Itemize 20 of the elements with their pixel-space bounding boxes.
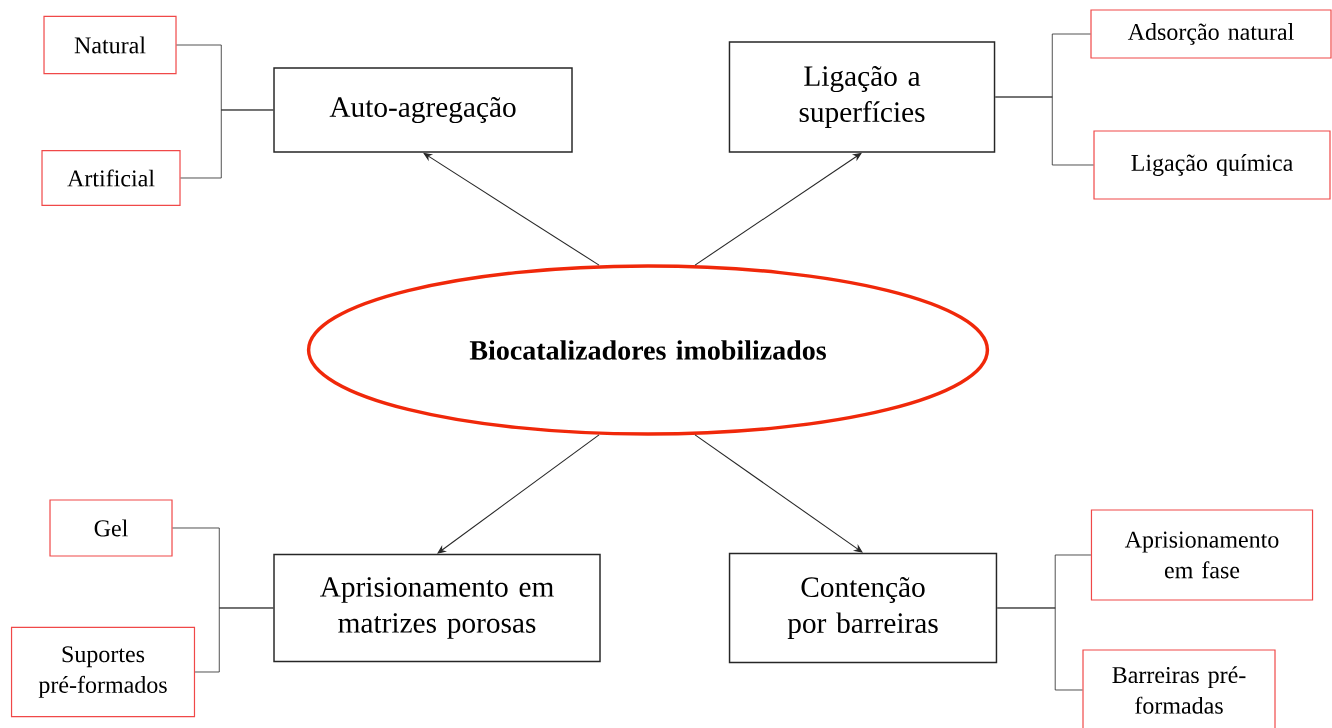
subcategory-box: Barreiras pré-formadas — [1082, 649, 1276, 728]
category-box: Contenção por barreiras — [728, 552, 998, 664]
subcategory-box: Natural — [43, 15, 177, 75]
subcategory-box: Adsorção natural — [1090, 9, 1332, 59]
bracket-connector — [194, 607, 274, 673]
arrow — [423, 152, 600, 266]
subcategory-box: Ligação química — [1093, 130, 1331, 200]
subcategory-box: Aprisionamento em fase — [1090, 509, 1314, 601]
subcategory-box: Gel — [49, 499, 173, 557]
bracket-connector — [994, 96, 1094, 166]
arrow — [694, 152, 862, 266]
arrow — [437, 434, 600, 554]
subcategory-box: Artificial — [41, 149, 181, 207]
arrow — [694, 434, 863, 553]
bracket-connector — [180, 109, 274, 179]
category-box: Ligação a superfícies — [728, 41, 996, 153]
subcategory-box: Suportes pré-formados — [10, 626, 196, 718]
category-box: Auto-agregação — [273, 67, 573, 153]
category-box: Aprisionamento em matrizes porosas — [273, 553, 601, 663]
bracket-connector — [996, 607, 1083, 691]
